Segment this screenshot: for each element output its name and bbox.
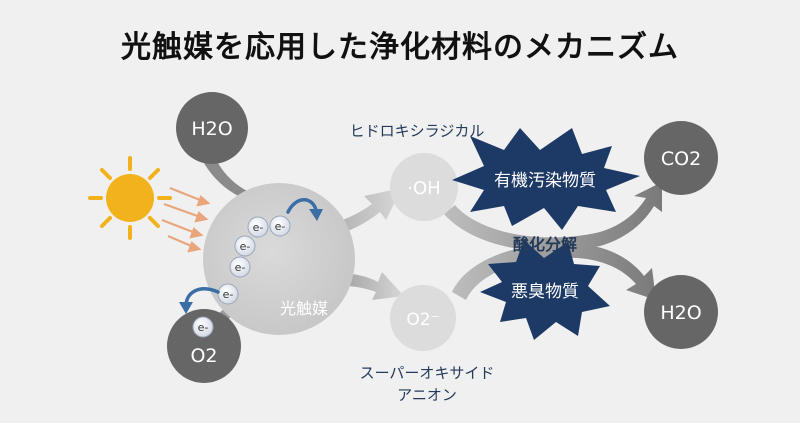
arrow-oh-to-co2 (444, 182, 662, 252)
arrowhead-icon (309, 209, 323, 221)
co2-output-label: CO2 (661, 148, 701, 170)
electron-chain: e- e- e- e- e- (217, 215, 291, 305)
superoxide-node: O2⁻ (390, 285, 456, 351)
page-title: 光触媒を応用した浄化材料のメカニズム (121, 30, 679, 65)
h2o-input-node: H2O (176, 92, 248, 164)
electron: e- (192, 316, 214, 338)
h2o-output-label: H2O (660, 302, 701, 324)
electron: e- (229, 256, 251, 278)
svg-text:e-: e- (253, 221, 264, 234)
o2-input-node: O2 e- (167, 309, 241, 383)
svg-text:e-: e- (275, 220, 286, 233)
svg-text:e-: e- (240, 240, 251, 253)
organic-pollutant-burst: 有機汚染物質 (452, 128, 640, 230)
co2-output-node: CO2 (644, 121, 718, 195)
arrow-o2minus-to-h2o (452, 243, 656, 300)
light-rays-icon (161, 186, 211, 253)
electron: e- (234, 235, 256, 257)
odor-label: 悪臭物質 (511, 282, 579, 302)
odor-burst: 悪臭物質 (480, 240, 610, 340)
svg-text:e-: e- (235, 261, 246, 274)
arrowhead-icon (179, 302, 193, 314)
electron: e- (217, 283, 239, 305)
curved-arrow-icon (286, 198, 318, 214)
photocatalyst-node: 光触媒 (203, 183, 355, 335)
electron-transfer-arrows (179, 198, 323, 314)
superoxide-label: O2⁻ (406, 310, 439, 330)
superoxide-name-line2: アニオン (397, 386, 457, 404)
h2o-input-label: H2O (191, 118, 232, 140)
organic-pollutant-label: 有機汚染物質 (494, 171, 596, 191)
electron: e- (269, 215, 291, 237)
hydroxyl-radical-label: ·OH (407, 178, 440, 199)
svg-text:e-: e- (198, 321, 209, 334)
superoxide-name-line1: スーパーオキサイド (360, 364, 495, 382)
h2o-output-node: H2O (644, 275, 718, 349)
hydroxyl-radical-name: ヒドロキシラジカル (350, 122, 485, 140)
electron: e- (247, 216, 269, 238)
photocatalyst-label: 光触媒 (280, 299, 328, 318)
o2-input-label: O2 (190, 345, 217, 367)
sun-icon (88, 156, 172, 240)
hydroxyl-radical-node: ·OH (390, 153, 458, 221)
svg-text:e-: e- (223, 288, 234, 301)
oxidative-decomposition-label: 酸化分解 (513, 235, 577, 254)
